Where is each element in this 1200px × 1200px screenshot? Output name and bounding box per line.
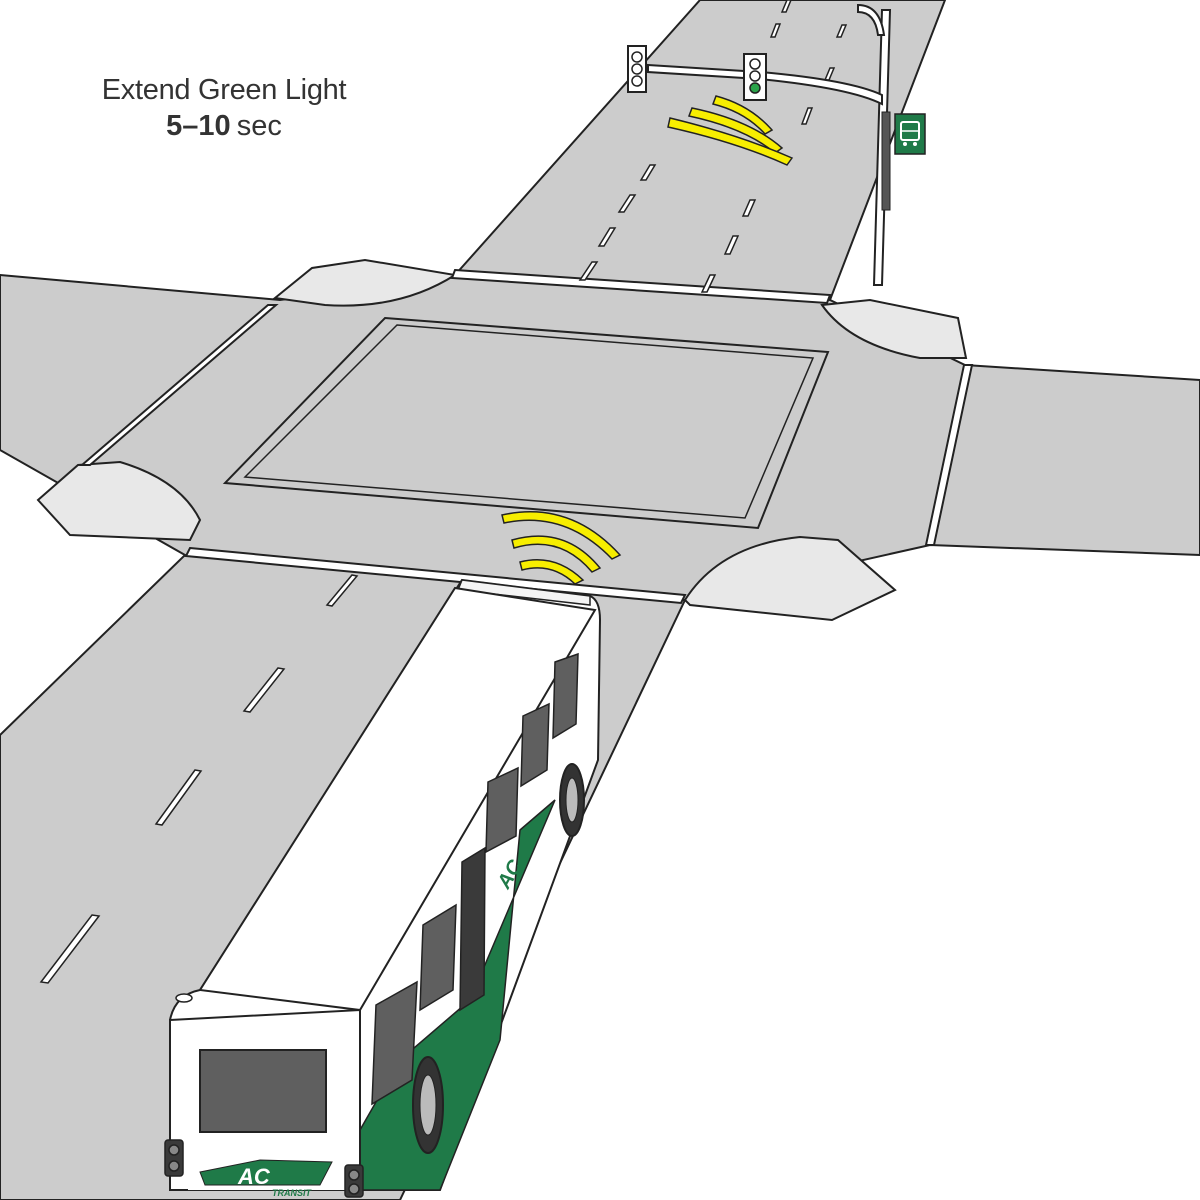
lane-dashes	[39, 0, 848, 984]
signal-wave-icon-far	[667, 95, 794, 166]
curb-top-right	[820, 298, 968, 359]
bus-sign-icon	[881, 111, 926, 211]
intersection-box	[222, 316, 830, 530]
road-markings	[79, 268, 974, 605]
bus-icon: AC AC TRANSIT	[164, 578, 602, 1198]
bus-tail-lights	[164, 1139, 364, 1198]
curb-bottom-right	[683, 535, 897, 622]
bus-rear-logo: AC	[237, 1164, 271, 1189]
stop-line-near	[184, 546, 687, 605]
bus-rear-logo-subtext: TRANSIT	[272, 1188, 312, 1198]
duration-unit: sec	[236, 110, 282, 142]
signal-wave-icon-near	[501, 511, 622, 585]
stop-line-left	[79, 304, 279, 466]
active-traffic-light-icon	[743, 53, 767, 101]
duration-value: 5–10	[166, 110, 231, 142]
stop-line-right	[924, 364, 974, 546]
curb-left	[36, 460, 202, 542]
traffic-light-icon	[627, 45, 647, 93]
caption-title: Extend Green Light	[101, 74, 347, 106]
